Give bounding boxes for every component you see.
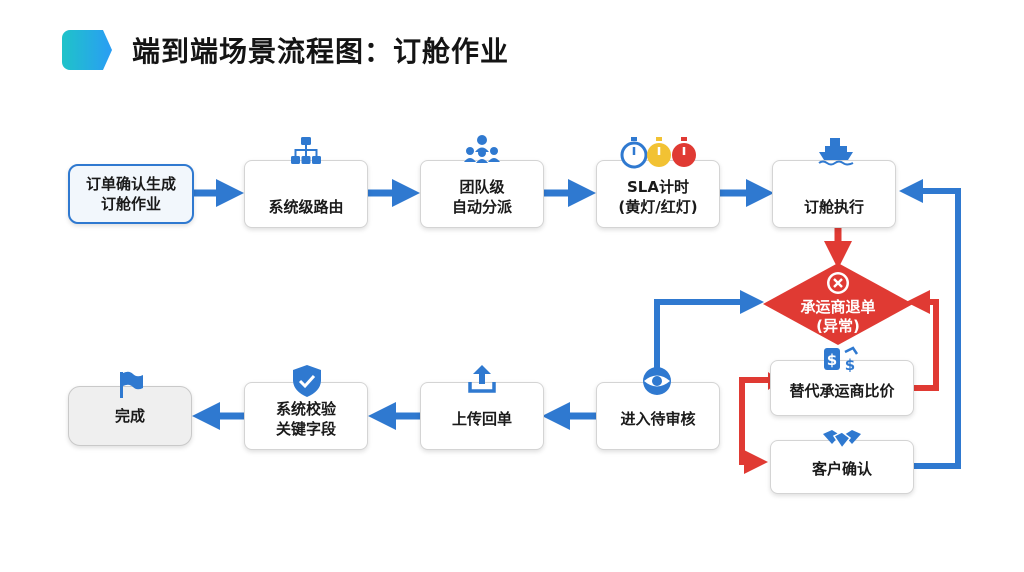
page-title: 端到端场景流程图：订舱作业	[132, 35, 510, 68]
flag-icon	[120, 371, 143, 398]
node-label: 替代承运商比价	[789, 382, 895, 400]
arrow-alt-to-return	[906, 290, 939, 391]
price-compare-icon: $ $	[824, 346, 859, 372]
shield-check-icon	[293, 365, 321, 397]
node-order-confirm[interactable]: 订单确认生成 订舱作业	[68, 164, 194, 224]
node-sla-timer[interactable]: SLA计时 (黄灯/红灯)	[596, 160, 720, 228]
node-label: 订舱执行	[803, 198, 864, 216]
decision-carrier-return[interactable]	[762, 262, 914, 346]
ship-icon	[818, 138, 854, 166]
title-bar: 端到端场景流程图：订舱作业	[62, 30, 509, 70]
node-label: 完成	[114, 407, 145, 425]
arrow-alt-to-confirm	[739, 377, 768, 474]
node-booking-exec[interactable]: 订舱执行	[772, 160, 896, 228]
node-label: 进入待审核	[620, 410, 696, 428]
node-system-routing[interactable]: 系统级路由	[244, 160, 368, 228]
node-label: 系统级路由	[268, 198, 344, 216]
team-icon	[464, 135, 500, 163]
arrow-review-to-return	[654, 290, 764, 372]
node-label-line2: 订舱作业	[100, 195, 161, 213]
node-team-dispatch[interactable]: 团队级 自动分派	[420, 160, 544, 228]
handshake-icon	[823, 430, 861, 450]
node-label-line1: 系统校验	[275, 400, 336, 418]
node-label-line2: (黄灯/红灯)	[618, 198, 698, 216]
stopwatch-icon	[620, 137, 696, 169]
node-label-line1: SLA计时	[627, 178, 689, 196]
svg-text:$: $	[827, 351, 837, 369]
node-label-line2: 自动分派	[451, 198, 512, 216]
svg-text:$: $	[845, 356, 855, 372]
arrow-confirm-to-booking	[899, 179, 961, 469]
node-customer-confirm[interactable]: 客户确认	[770, 440, 914, 494]
node-label-line2: 关键字段	[275, 420, 336, 438]
close-circle-icon	[827, 272, 849, 294]
node-label: 客户确认	[811, 460, 872, 478]
node-label-line1: 订单确认生成	[85, 175, 176, 193]
eye-icon	[643, 367, 671, 395]
hierarchy-icon	[291, 137, 321, 164]
node-upload-receipt[interactable]: 上传回单	[420, 382, 544, 450]
title-accent-arrow	[62, 30, 112, 70]
node-complete[interactable]: 完成	[68, 386, 192, 446]
upload-icon	[468, 365, 496, 393]
node-label: 上传回单	[451, 410, 512, 428]
node-label-line1: 团队级	[459, 178, 505, 196]
node-alt-carrier[interactable]: 替代承运商比价	[770, 360, 914, 416]
